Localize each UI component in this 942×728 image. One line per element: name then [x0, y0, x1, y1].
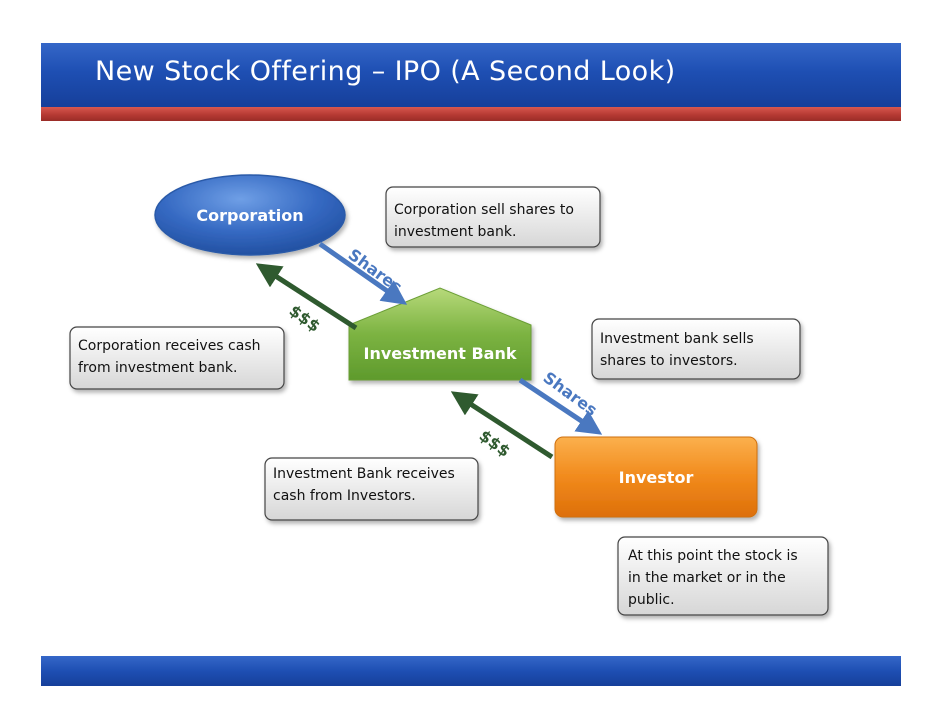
note-line: Investment Bank receives: [273, 466, 455, 482]
corporation-label: Corporation: [196, 206, 303, 225]
note-line: Corporation receives cash: [78, 338, 261, 354]
note-line: in the market or in the: [628, 570, 786, 586]
shares-label-top: Shares: [345, 245, 406, 297]
note-line: Corporation sell shares to: [394, 202, 574, 218]
note-line: cash from Investors.: [273, 488, 416, 504]
investor-node: Investor: [554, 436, 758, 518]
note-line: investment bank.: [394, 224, 516, 240]
note-line: public.: [628, 592, 675, 608]
note-bank-sells: Investment bank sells shares to investor…: [591, 318, 801, 380]
note-corporation-sells: Corporation sell shares to investment ba…: [385, 186, 601, 248]
slide-title: New Stock Offering – IPO (A Second Look): [95, 56, 676, 87]
cash-arrow-to-bank: [450, 391, 554, 460]
shares-arrow-to-investor: [518, 377, 603, 435]
investment-bank-label: Investment Bank: [364, 344, 517, 363]
corporation-node: Corporation: [154, 174, 346, 256]
investor-label: Investor: [619, 468, 694, 487]
title-bar: [41, 43, 901, 107]
footer-bar: [41, 656, 901, 686]
note-bank-receives: Investment Bank receives cash from Inves…: [264, 457, 479, 521]
note-line: shares to investors.: [600, 353, 738, 369]
note-line: from investment bank.: [78, 360, 237, 376]
shares-arrow-to-bank: [318, 241, 408, 305]
note-line: At this point the stock is: [628, 548, 798, 564]
note-in-market: At this point the stock is in the market…: [617, 536, 829, 616]
cash-arrow-to-corporation: [255, 263, 358, 331]
title-accent-stripe: [41, 107, 901, 121]
note-line: Investment bank sells: [600, 331, 754, 347]
note-corporation-receives: Corporation receives cash from investmen…: [69, 326, 285, 390]
investment-bank-node: Investment Bank: [348, 287, 532, 381]
